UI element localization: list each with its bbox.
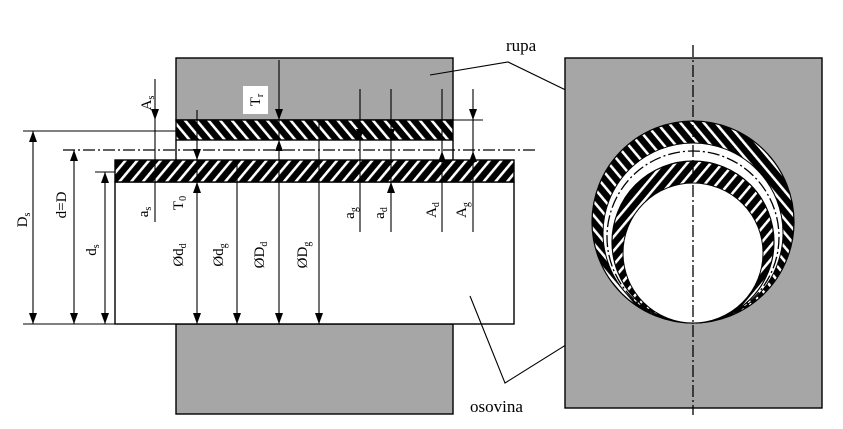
arrow-up-icon [438,151,446,162]
arrow-down-icon [315,313,323,324]
label-ag: Ag [454,202,472,218]
hole-part-bottom [175,323,454,415]
label-tr: Tr [248,93,266,106]
label-ag: ag [342,207,360,219]
label-ds: Ds [15,213,33,228]
arrow-down-icon [387,129,395,140]
shaft-tolerance-zone [114,159,515,183]
label-as: as [136,207,154,218]
label-odg: Ødg [211,243,229,266]
shaft-callout: osovina [470,397,523,416]
arrow-up-icon [101,172,109,183]
label-odd: Ødd [171,243,189,266]
arrow-down-icon [151,109,159,120]
label-ad: ad [372,207,390,219]
label-dd: d=D [54,191,70,218]
label-as: As [139,96,157,111]
arrow-down-icon [275,313,283,324]
label-odd: ØDd [252,242,270,269]
tr-label-box [243,86,268,114]
arrow-up-icon [387,182,395,193]
label-ad: Ad [424,202,442,218]
arrow-down-icon [469,109,477,120]
arrow-up-icon [469,151,477,162]
label-odg: ØDg [295,242,313,269]
label-t0: T0 [171,196,189,210]
arrow-down-icon [193,313,201,324]
arrow-down-icon [193,149,201,160]
arrow-down-icon [275,109,283,120]
hole-part-top [175,57,454,121]
label-ds: ds [84,244,102,256]
arrow-up-icon [193,182,201,193]
hole-callout: rupa [506,36,537,55]
arrow-down-icon [356,129,364,140]
arrow-up-icon [275,140,283,151]
cross-section-view [564,45,823,415]
hole-tolerance-zone [175,119,454,141]
arrow-down-icon [101,313,109,324]
arrow-down-icon [29,313,37,324]
arrow-down-icon [70,313,78,324]
arrow-up-icon [29,131,37,142]
arrow-up-icon [70,150,78,161]
arrow-down-icon [233,313,241,324]
dimension-arrows [29,109,477,324]
